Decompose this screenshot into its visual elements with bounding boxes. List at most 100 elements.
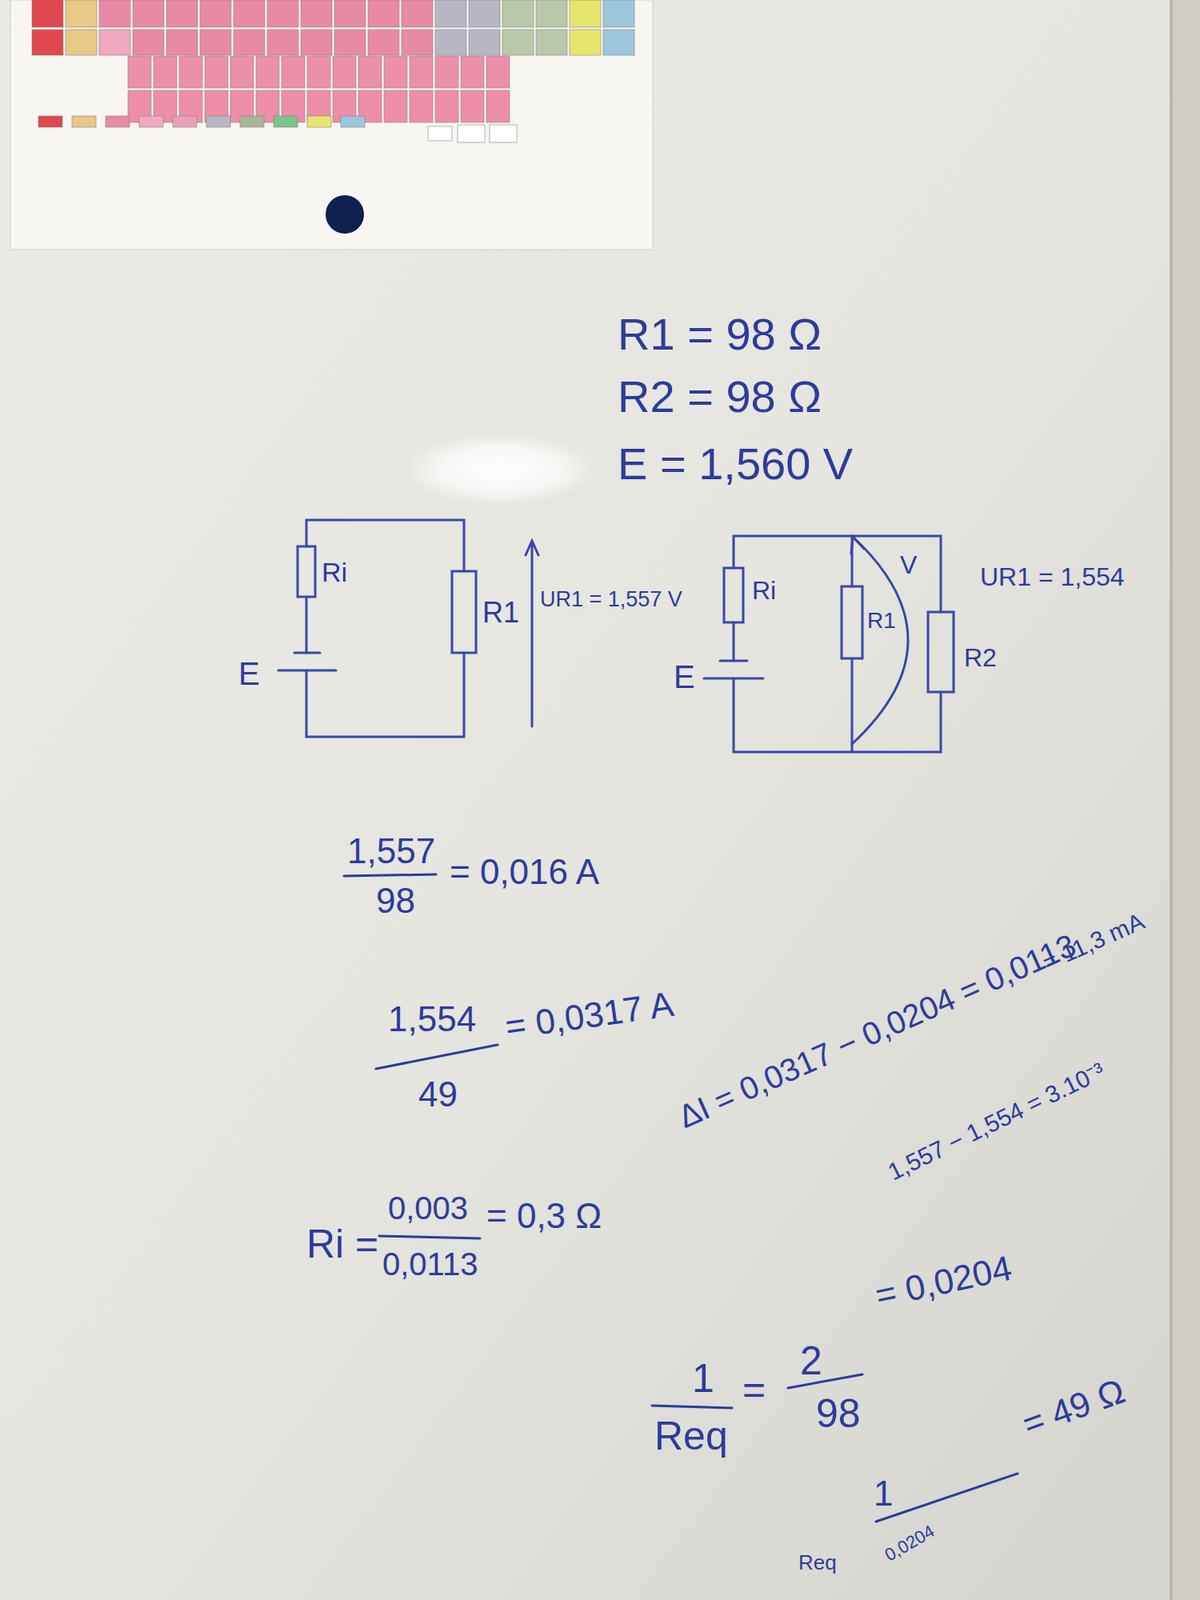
fraction-bar	[344, 874, 436, 876]
element-cell	[340, 116, 365, 128]
given-value: R2 = 98 Ω	[617, 374, 822, 420]
element-cell	[132, 29, 164, 56]
element-cell	[200, 29, 232, 56]
formula-name: Ri =	[306, 1224, 379, 1264]
element-cell	[172, 116, 197, 128]
part-name: R1	[867, 609, 896, 632]
measured-voltage: UR1 = 1,557 V	[540, 588, 683, 611]
poster-sheet	[10, 0, 653, 250]
element-cell	[300, 29, 332, 56]
element-cell	[233, 29, 265, 56]
board-frame-edge	[1169, 0, 1173, 1600]
element-cell	[307, 116, 332, 128]
element-cell	[233, 0, 265, 28]
element-cell	[200, 0, 232, 28]
element-cell	[32, 29, 64, 56]
element-cell	[153, 56, 177, 88]
element-cell	[486, 90, 510, 123]
part-name: Ri	[321, 558, 348, 586]
element-cell	[206, 116, 231, 128]
element-cell	[332, 56, 356, 88]
element-cell	[99, 29, 131, 56]
denominator: Req	[654, 1416, 728, 1456]
voltmeter-arc	[852, 536, 908, 744]
element-cell	[204, 56, 228, 88]
element-cell	[32, 0, 64, 28]
element-cell	[435, 29, 467, 56]
wire	[306, 520, 464, 737]
element-cell	[384, 56, 408, 88]
fraction-bar	[788, 1374, 863, 1388]
wire	[733, 536, 941, 752]
element-cell	[273, 116, 298, 128]
element-cell	[99, 0, 131, 28]
element-cell	[166, 29, 198, 56]
element-cell	[179, 56, 203, 88]
denominator: 98	[376, 883, 416, 919]
circuit-2	[704, 536, 954, 752]
battery-symbol	[704, 660, 764, 679]
measured-voltage: UR1 = 1,554	[980, 564, 1125, 590]
resistor-symbol	[724, 568, 744, 623]
element-cell	[401, 0, 433, 28]
element-cell	[569, 29, 601, 56]
element-cell	[603, 0, 635, 28]
element-cell	[256, 56, 280, 88]
numerator: 1,554	[388, 1001, 476, 1037]
denominator: 98	[816, 1393, 861, 1434]
element-cell	[166, 0, 198, 28]
element-cell	[401, 29, 433, 56]
part-name: R1	[482, 598, 520, 628]
element-cell	[468, 0, 500, 28]
element-cell	[435, 90, 459, 123]
element-cell	[132, 0, 164, 28]
numerator: 0,003	[388, 1192, 468, 1224]
part-name: E	[673, 660, 696, 693]
element-cell	[65, 29, 97, 56]
element-cell	[368, 29, 400, 56]
result: = 0,016 A	[449, 854, 600, 890]
element-cell	[489, 124, 517, 143]
part-name: R2	[964, 644, 997, 671]
equals-sign: =	[742, 1369, 766, 1410]
voltage-arrow	[525, 540, 539, 727]
denominator: Req	[798, 1552, 837, 1573]
numerator: 1	[692, 1358, 715, 1399]
element-cell	[409, 56, 433, 88]
element-cell	[435, 0, 467, 28]
resistor-symbol	[841, 586, 863, 659]
element-cell	[334, 0, 366, 28]
magnet	[325, 195, 364, 234]
meter-name: V	[900, 552, 917, 578]
part-name: Ri	[752, 577, 776, 604]
element-cell	[460, 56, 484, 88]
light-glare	[404, 433, 596, 506]
element-cell	[603, 29, 635, 56]
element-cell	[307, 56, 331, 88]
voltmeter-arrow	[851, 536, 864, 554]
denominator: 49	[418, 1076, 458, 1112]
element-cell	[368, 0, 400, 28]
element-cell	[281, 56, 305, 88]
element-cell	[536, 29, 568, 56]
element-cell	[358, 56, 382, 88]
element-cell	[267, 29, 299, 56]
fraction-bars	[344, 874, 1018, 1522]
fraction-bar	[379, 1236, 480, 1239]
denominator: 0,0113	[382, 1248, 478, 1280]
numerator: 1	[873, 1476, 893, 1512]
element-cell	[300, 0, 332, 28]
board-frame	[1169, 0, 1200, 1600]
element-cell	[457, 124, 485, 143]
resistor-symbol	[452, 571, 476, 653]
element-cell	[502, 29, 534, 56]
element-cell	[428, 126, 452, 141]
element-cell	[65, 0, 97, 28]
element-cell	[536, 0, 568, 28]
element-cell	[72, 116, 96, 128]
element-cell	[230, 56, 254, 88]
result: = 0,3 Ω	[486, 1198, 602, 1234]
element-cell	[435, 56, 459, 88]
